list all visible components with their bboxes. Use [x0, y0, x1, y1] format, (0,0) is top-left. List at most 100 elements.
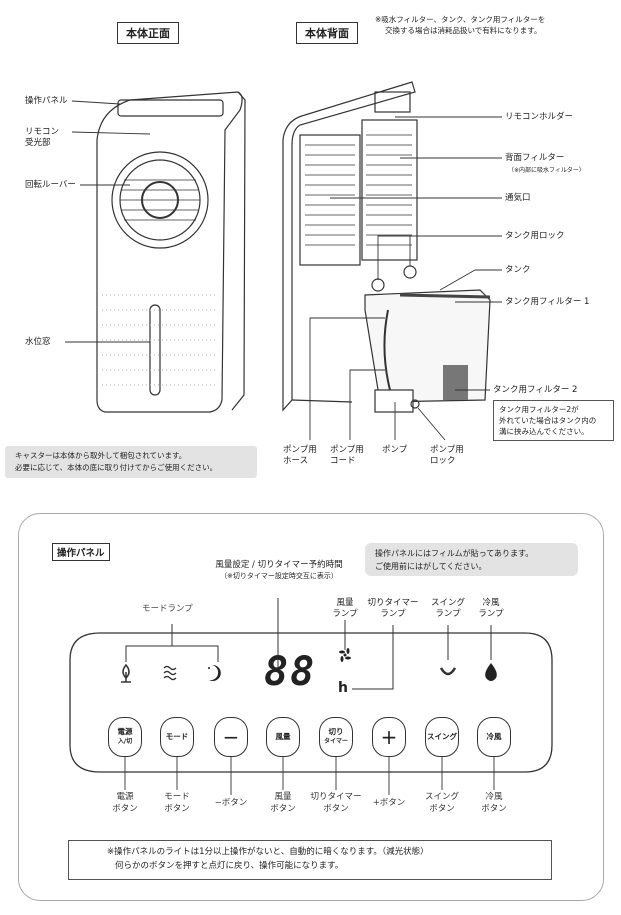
caster-note: キャスターは本体から取外して梱包されています。必要に応じて、本体の底に取り付けて…	[5, 446, 257, 478]
swing-lamp-label: スイングランプ	[423, 598, 473, 620]
hour-indicator: h	[338, 680, 348, 696]
front-unit-drawing	[96, 91, 246, 413]
power-button-label: 電源ボタン	[95, 791, 155, 815]
cool-button-label: 冷風ボタン	[464, 791, 524, 815]
l: ご使用前にはがしてください。	[375, 562, 487, 571]
plus-button[interactable]: +	[372, 717, 406, 757]
natural-wind-icon	[163, 665, 177, 681]
label-line: ボタン	[270, 804, 296, 814]
l: 受光部	[25, 138, 51, 148]
label-pump-cord: ポンプ用コード	[330, 445, 364, 467]
minus-button-label: −ボタン	[201, 797, 261, 809]
label-line: ボタン	[481, 804, 507, 814]
plus-button-label: +ボタン	[359, 797, 419, 809]
l: 切りタイマー	[367, 598, 419, 608]
leader-lines	[65, 100, 502, 441]
label-line: 冷風	[485, 792, 503, 802]
label-line: モード	[164, 792, 190, 802]
back-view-title: 本体背面	[296, 22, 358, 44]
swing-button-label: スイングボタン	[412, 791, 472, 815]
l: 溝に挟み込んでください。	[499, 427, 589, 436]
label-line: ボタン	[323, 804, 349, 814]
cool-button[interactable]: 冷風	[477, 717, 511, 757]
l: コード	[330, 456, 356, 466]
l: ホース	[283, 456, 309, 466]
front-view-title: 本体正面	[117, 22, 179, 44]
l: 必要に応じて、本体の底に取り付けてからご使用ください。	[15, 463, 218, 472]
l: ポンプ用	[430, 445, 464, 455]
timer-lamp-label: 切りタイマーランプ	[361, 598, 425, 620]
l: タンク用フィルター2が	[499, 405, 579, 414]
l: 風量	[336, 598, 354, 608]
l: ランプ	[478, 609, 504, 619]
sleep-moon-icon	[209, 664, 221, 681]
fan-icon	[339, 648, 351, 662]
label-tank-filter1: タンク用フィルター 1	[505, 297, 590, 307]
water-drop-icon	[485, 663, 497, 681]
swing-icon	[439, 667, 457, 676]
display-label: 風量設定 / 切りタイマー予約時間 （※切りタイマー設定時交互に表示）	[196, 560, 362, 582]
button-face-text: モード	[165, 732, 189, 741]
label-remote-receiver: リモコン受光部	[25, 127, 59, 149]
minus-button[interactable]: −	[214, 717, 248, 757]
dimming-note: ※操作パネルのライトは1分以上操作がないと、自動的に暗くなります。（減光状態） …	[68, 840, 552, 880]
button-face-text: 風量	[275, 732, 291, 741]
label-vent: 通気口	[505, 193, 531, 203]
label-tank: タンク	[505, 265, 531, 275]
button-face-text: 冷風	[486, 732, 502, 741]
panel-outline	[69, 632, 553, 773]
label-water-window: 水位窓	[25, 337, 51, 347]
label-line: 電源	[116, 792, 134, 802]
button-face-text: 切り	[328, 727, 344, 736]
consumables-note: ※吸水フィルター、タンク、タンク用フィルターを 交換する場合は消耗品扱いで有料に…	[375, 14, 545, 36]
l: 外れていた場合はタンク内の	[499, 416, 597, 425]
back-unit-drawing	[282, 81, 491, 413]
swing-button[interactable]: スイング	[425, 717, 459, 757]
mode-button-label: モードボタン	[147, 791, 207, 815]
l: ポンプ用	[283, 445, 317, 455]
film-note: 操作パネルにはフィルムが貼ってあります。ご使用前にはがしてください。	[365, 543, 578, 576]
off-timer-button[interactable]: 切りタイマー	[319, 717, 353, 757]
seven-segment-display: 88	[264, 649, 317, 695]
button-face-text: 電源	[117, 727, 133, 736]
label-back-filter-sub: （※内部に吸水フィルター）	[508, 167, 585, 174]
wind-lamp-label: 風量ランプ	[325, 598, 365, 620]
l: スイング	[430, 598, 465, 608]
fan-speed-button-label: 風量ボタン	[253, 791, 313, 815]
label-tank-lock: タンク用ロック	[505, 231, 565, 241]
label-panel: 操作パネル	[25, 96, 68, 106]
mode-button[interactable]: モード	[160, 717, 194, 757]
l: ※操作パネルのライトは1分以上操作がないと、自動的に暗くなります。（減光状態）	[107, 847, 429, 857]
label-pump-lock: ポンプ用ロック	[430, 445, 464, 467]
l: 操作パネルにはフィルムが貼ってあります。	[375, 549, 534, 558]
button-face-text: −	[222, 725, 240, 749]
label-line: +ボタン	[372, 798, 406, 808]
l: ロック	[430, 456, 456, 466]
button-face-text: +	[380, 725, 398, 749]
l: ランプ	[435, 609, 461, 619]
fan-speed-button[interactable]: 風量	[266, 717, 300, 757]
label-back-filter: 背面フィルター	[505, 153, 565, 163]
label-line: 風量	[274, 792, 292, 802]
power-button[interactable]: 電源入/切	[108, 717, 142, 757]
l: リモコン	[25, 127, 60, 137]
l: ランプ	[380, 609, 406, 619]
note-line: ※吸水フィルター、タンク、タンク用フィルターを	[375, 15, 546, 24]
l: （※切りタイマー設定時交互に表示）	[220, 572, 338, 580]
label-pump: ポンプ	[382, 445, 408, 455]
filter2-note: タンク用フィルター2が外れていた場合はタンク内の溝に挟み込んでください。	[493, 400, 614, 441]
off-timer-button-label: 切りタイマーボタン	[306, 791, 366, 815]
label-line: 切りタイマー	[310, 792, 362, 802]
l: 何らかのボタンを押すと点灯に戻り、操作可能になります。	[115, 861, 344, 871]
label-line: ボタン	[112, 804, 138, 814]
button-face-text: タイマー	[323, 738, 348, 745]
label-tank-filter2: タンク用フィルター 2	[493, 385, 578, 395]
control-panel-section	[18, 513, 604, 901]
l: ポンプ用	[330, 445, 364, 455]
label-line: スイング	[424, 792, 459, 802]
label-line: −ボタン	[214, 798, 248, 808]
note-line: 交換する場合は消耗品扱いで有料になります。	[385, 26, 542, 35]
l: ランプ	[332, 609, 358, 619]
